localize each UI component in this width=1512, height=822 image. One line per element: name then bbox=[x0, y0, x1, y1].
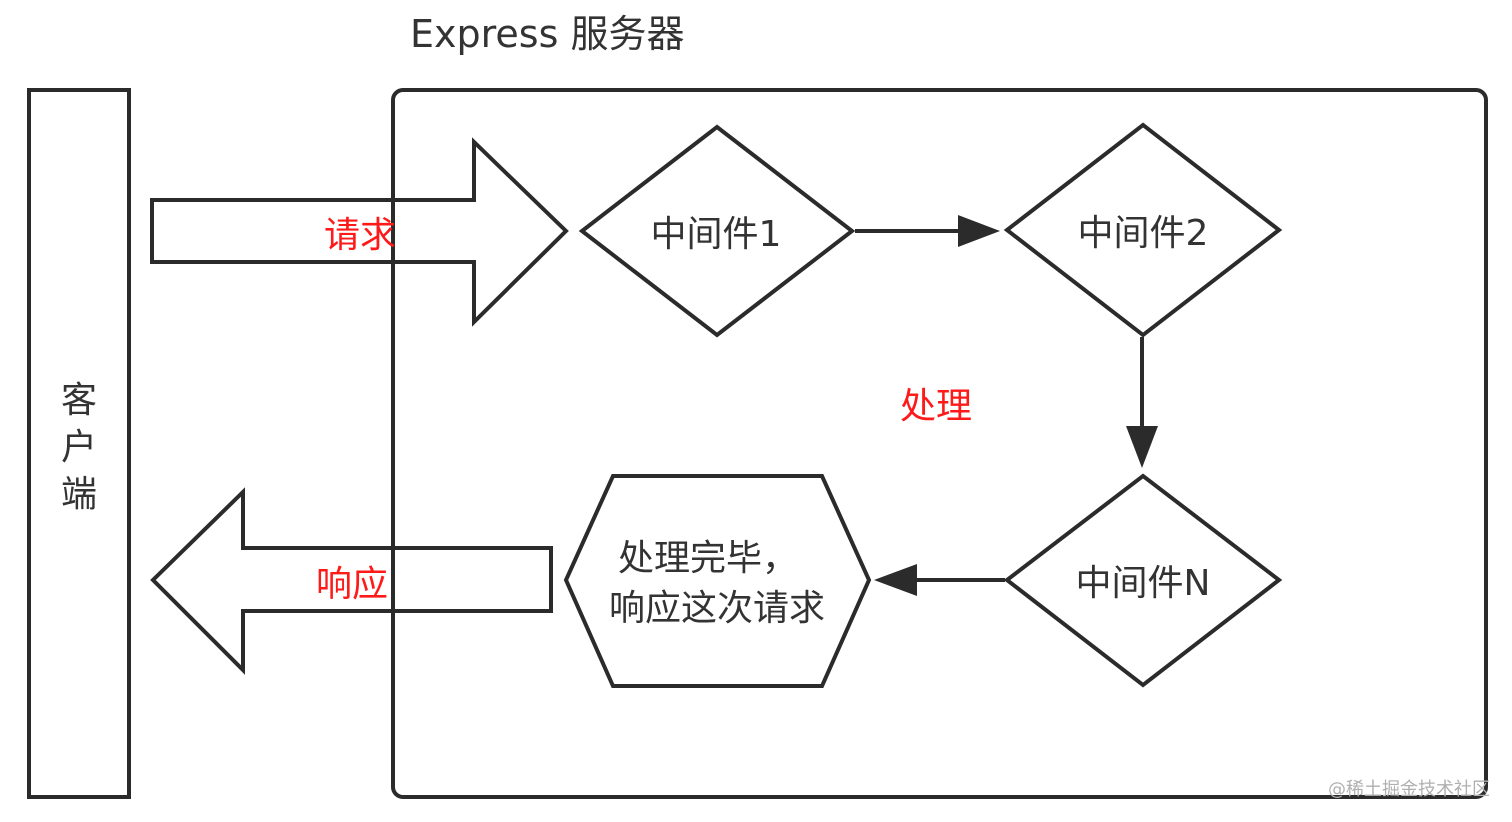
response-label: 响应 bbox=[316, 564, 388, 605]
client-label-char-3: 端 bbox=[61, 474, 97, 515]
middleware-2-label: 中间件2 bbox=[1078, 213, 1209, 254]
middleware-1-label: 中间件1 bbox=[651, 214, 782, 255]
connector-m2-mn-arrowhead bbox=[1126, 426, 1158, 468]
done-hexagon bbox=[563, 474, 872, 688]
request-arrow bbox=[150, 137, 569, 327]
done-label-line-2: 响应这次请求 bbox=[609, 588, 825, 629]
processing-label: 处理 bbox=[900, 386, 972, 427]
diagram-title: Express 服务器 bbox=[410, 12, 684, 56]
middleware-1-diamond bbox=[578, 124, 856, 338]
middleware-2-diamond bbox=[1003, 122, 1283, 338]
client-label-char-1: 客 bbox=[61, 380, 97, 421]
connector-m1-m2-arrowhead bbox=[958, 215, 1000, 247]
request-label: 请求 bbox=[324, 215, 396, 256]
middleware-n-diamond bbox=[1003, 473, 1283, 688]
server-container bbox=[391, 88, 1488, 799]
watermark: @稀土掘金技术社区 bbox=[1328, 779, 1490, 800]
response-arrow bbox=[150, 487, 553, 675]
connector-mn-done-arrowhead bbox=[874, 564, 917, 596]
done-label-line-1: 处理完毕， bbox=[618, 538, 798, 579]
middleware-n-label: 中间件N bbox=[1076, 563, 1211, 604]
client-label-char-2: 户 bbox=[61, 427, 97, 468]
client-box bbox=[27, 88, 131, 799]
